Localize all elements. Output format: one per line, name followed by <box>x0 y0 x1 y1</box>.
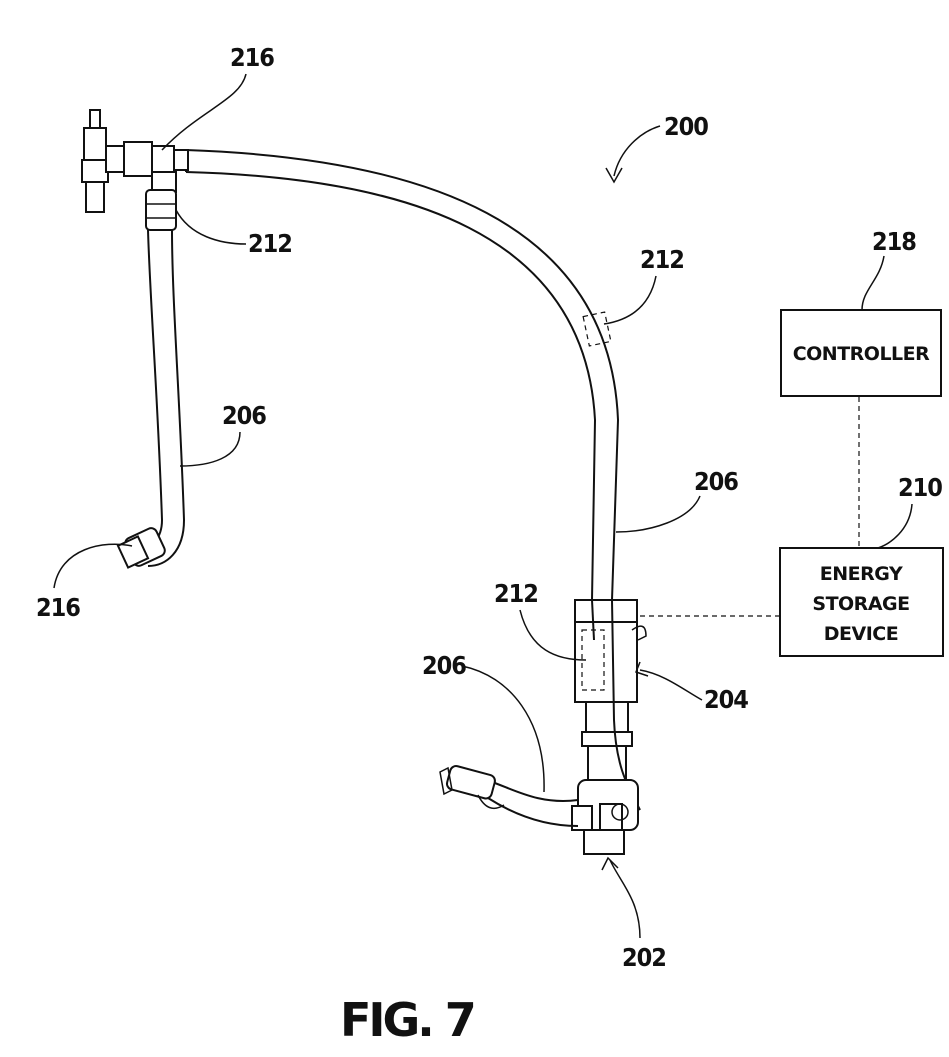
ref-206-lower: 206 <box>422 651 466 680</box>
sensor-upper-left <box>146 190 176 230</box>
hose-right <box>186 150 618 600</box>
hose-lower <box>440 765 578 826</box>
energy-storage-line-1: ENERGY <box>820 563 903 585</box>
energy-storage-line-3: DEVICE <box>824 623 898 645</box>
ref-216-top: 216 <box>230 43 274 72</box>
ref-218: 218 <box>872 227 916 256</box>
ref-204: 204 <box>704 685 748 714</box>
ref-212-upper-left: 212 <box>248 229 292 258</box>
ref-200: 200 <box>664 112 708 141</box>
ref-206-right: 206 <box>694 467 738 496</box>
energy-storage-line-2: STORAGE <box>812 593 909 615</box>
hose-upper-left <box>140 230 184 566</box>
controller-label: CONTROLLER <box>793 343 930 365</box>
ref-206-upper-left: 206 <box>222 401 266 430</box>
ref-212-lower: 212 <box>494 579 538 608</box>
coupling-202 <box>572 780 638 854</box>
ref-202: 202 <box>622 943 666 972</box>
sensor-right <box>583 312 611 346</box>
ref-212-right: 212 <box>640 245 684 274</box>
ref-210: 210 <box>898 473 942 502</box>
controller-block: CONTROLLER <box>781 310 941 396</box>
ref-216-bottom: 216 <box>36 593 80 622</box>
figure-caption: FIG. 7 <box>340 993 474 1047</box>
valve-assembly <box>575 600 646 780</box>
energy-storage-block: ENERGY STORAGE DEVICE <box>780 548 943 656</box>
